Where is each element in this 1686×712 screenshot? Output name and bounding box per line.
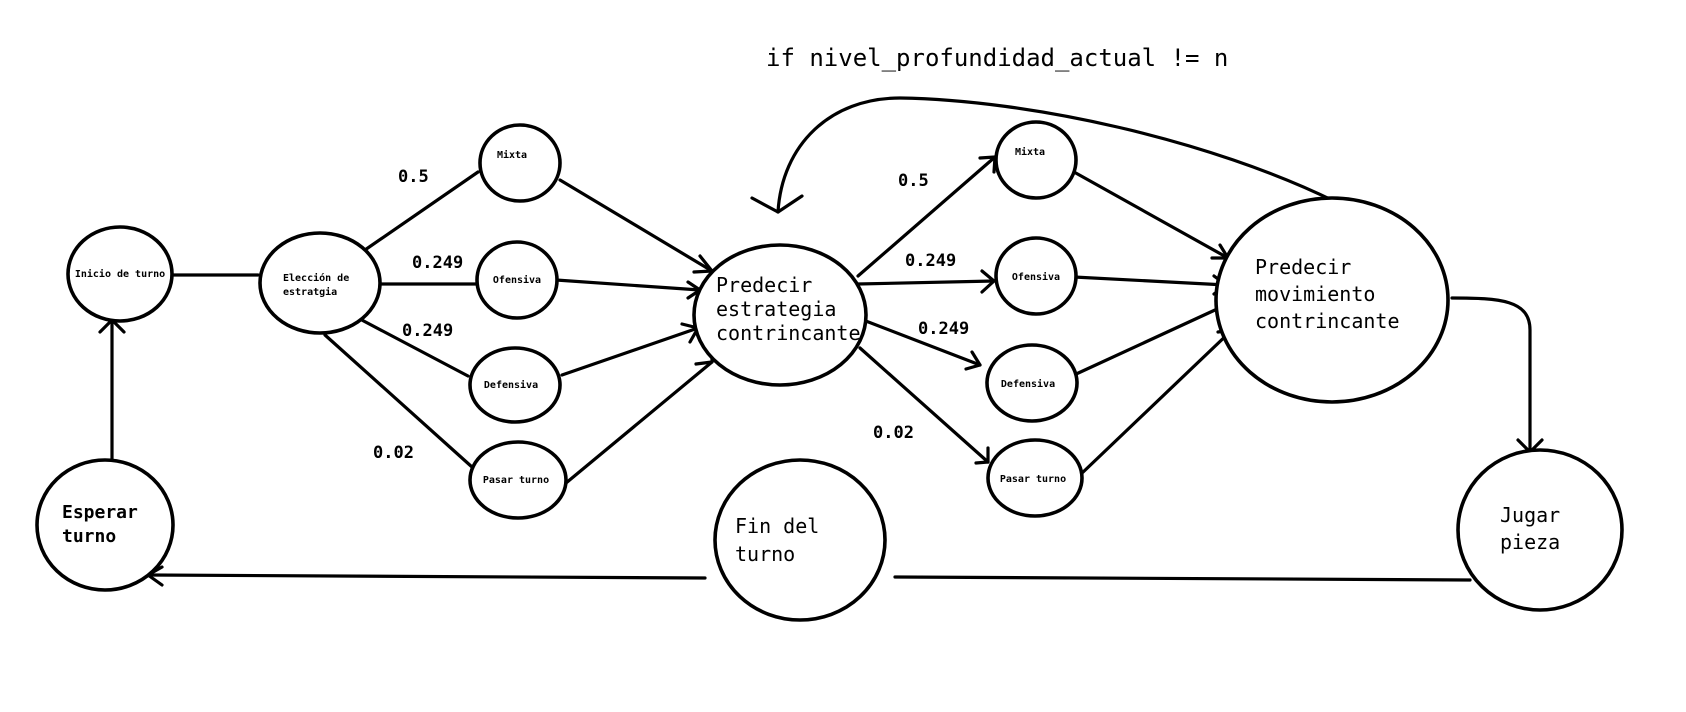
- node-jugar-label-1: Jugar: [1500, 503, 1560, 527]
- node-predecir-estrategia-label-1: Predecir: [716, 273, 812, 297]
- edge-eleccion-pasar: [323, 333, 474, 469]
- edge-pasar2-movimiento: [1078, 328, 1234, 477]
- node-s1-ofensiva: Ofensiva: [475, 240, 559, 320]
- node-s1-defensiva: Defensiva: [468, 346, 562, 424]
- node-s2-pasar-label: Pasar turno: [1000, 474, 1066, 485]
- arrowhead-to-ofensiva2: [980, 269, 996, 294]
- node-s2-pasar: Pasar turno: [986, 438, 1084, 518]
- prob-first-defensiva: 0.249: [402, 321, 453, 341]
- node-s1-pasar: Pasar turno: [468, 440, 568, 520]
- node-esperar-turno: Esperar turno: [35, 458, 175, 592]
- node-jugar-pieza: Jugar pieza: [1456, 448, 1624, 612]
- node-predecir-estrategia-label-3: contrincante: [716, 321, 861, 345]
- node-eleccion-label-2: estratgia: [283, 286, 337, 298]
- node-fin-label-2: turno: [735, 542, 795, 566]
- node-fin-turno: Fin del turno: [713, 458, 887, 622]
- edge-mixta2-movimiento: [1072, 170, 1230, 260]
- edge-defensiva-predecir: [560, 326, 700, 377]
- node-s2-mixta-label: Mixta: [1015, 146, 1045, 158]
- probability-labels: 0.5 0.249 0.249 0.02 0.5 0.249 0.249 0.0…: [373, 167, 969, 463]
- edge-mixta-predecir: [558, 178, 714, 273]
- node-s2-ofensiva-label: Ofensiva: [1012, 271, 1060, 283]
- edge-loop-back: [776, 96, 1338, 214]
- node-s1-mixta-label: Mixta: [497, 149, 527, 161]
- node-s2-ofensiva: Ofensiva: [994, 236, 1078, 316]
- node-inicio-label: Inicio de turno: [75, 268, 165, 280]
- node-s2-mixta: Mixta: [994, 120, 1078, 200]
- node-s2-defensiva: Defensiva: [985, 343, 1079, 423]
- node-predecir-movimiento: Predecir movimiento contrincante: [1214, 196, 1450, 404]
- edge-eleccion-defensiva: [356, 316, 470, 378]
- node-s1-defensiva-label: Defensiva: [484, 379, 538, 391]
- edge-predecir-defensiva2: [856, 316, 982, 367]
- prob-first-mixta: 0.5: [398, 167, 429, 187]
- node-s1-ofensiva-label: Ofensiva: [493, 274, 541, 286]
- node-eleccion-label-1: Elección de: [283, 272, 349, 284]
- prob-second-defensiva: 0.249: [918, 319, 969, 339]
- node-s1-pasar-label: Pasar turno: [483, 475, 549, 486]
- prob-first-ofensiva: 0.249: [412, 253, 463, 273]
- edge-predecir-ofensiva2: [856, 279, 996, 286]
- prob-second-pasar: 0.02: [873, 423, 914, 443]
- node-predecir-estrategia-label-2: estrategia: [716, 297, 836, 321]
- edge-predecir-pasar2: [858, 346, 990, 464]
- arrowhead-to-pasar2: [974, 446, 990, 465]
- arrowhead-to-defensiva2: [964, 350, 982, 371]
- edge-predecir-mixta2: [856, 155, 997, 278]
- node-predecir-estrategia: Predecir estrategia contrincante: [692, 243, 868, 387]
- prob-second-ofensiva: 0.249: [905, 251, 956, 271]
- node-s1-mixta: Mixta: [478, 123, 562, 203]
- node-s2-defensiva-label: Defensiva: [1001, 378, 1055, 390]
- edge-fin-esperar: [146, 573, 707, 580]
- loop-condition-label: if nivel_profundidad_actual != n: [766, 44, 1228, 72]
- edge-jugar-fin: [893, 575, 1472, 582]
- edges: [110, 96, 1532, 582]
- node-predecir-movimiento-label-3: contrincante: [1255, 309, 1400, 333]
- node-predecir-movimiento-label-1: Predecir: [1255, 255, 1351, 279]
- node-inicio-turno: Inicio de turno: [66, 225, 174, 323]
- edge-eleccion-mixta: [360, 170, 480, 254]
- node-eleccion-estrategia: Elección de estratgia: [258, 231, 382, 335]
- edge-ofensiva-predecir: [554, 278, 702, 292]
- node-jugar-label-2: pieza: [1500, 530, 1560, 554]
- node-fin-label-1: Fin del: [735, 514, 819, 538]
- arrowhead-loop-back: [750, 194, 804, 214]
- node-esperar-label-1: Esperar: [62, 502, 138, 523]
- edge-defensiva2-movimiento: [1072, 302, 1230, 377]
- edge-movimiento-jugar: [1450, 296, 1532, 452]
- node-esperar-label-2: turno: [62, 526, 116, 547]
- edge-pasar-predecir: [564, 360, 714, 485]
- nodes: Inicio de turno Elección de estratgia Mi…: [35, 120, 1624, 622]
- node-predecir-movimiento-label-2: movimiento: [1255, 282, 1375, 306]
- edge-ofensiva2-movimiento: [1072, 275, 1228, 287]
- prob-second-mixta: 0.5: [898, 171, 929, 191]
- prob-first-pasar: 0.02: [373, 443, 414, 463]
